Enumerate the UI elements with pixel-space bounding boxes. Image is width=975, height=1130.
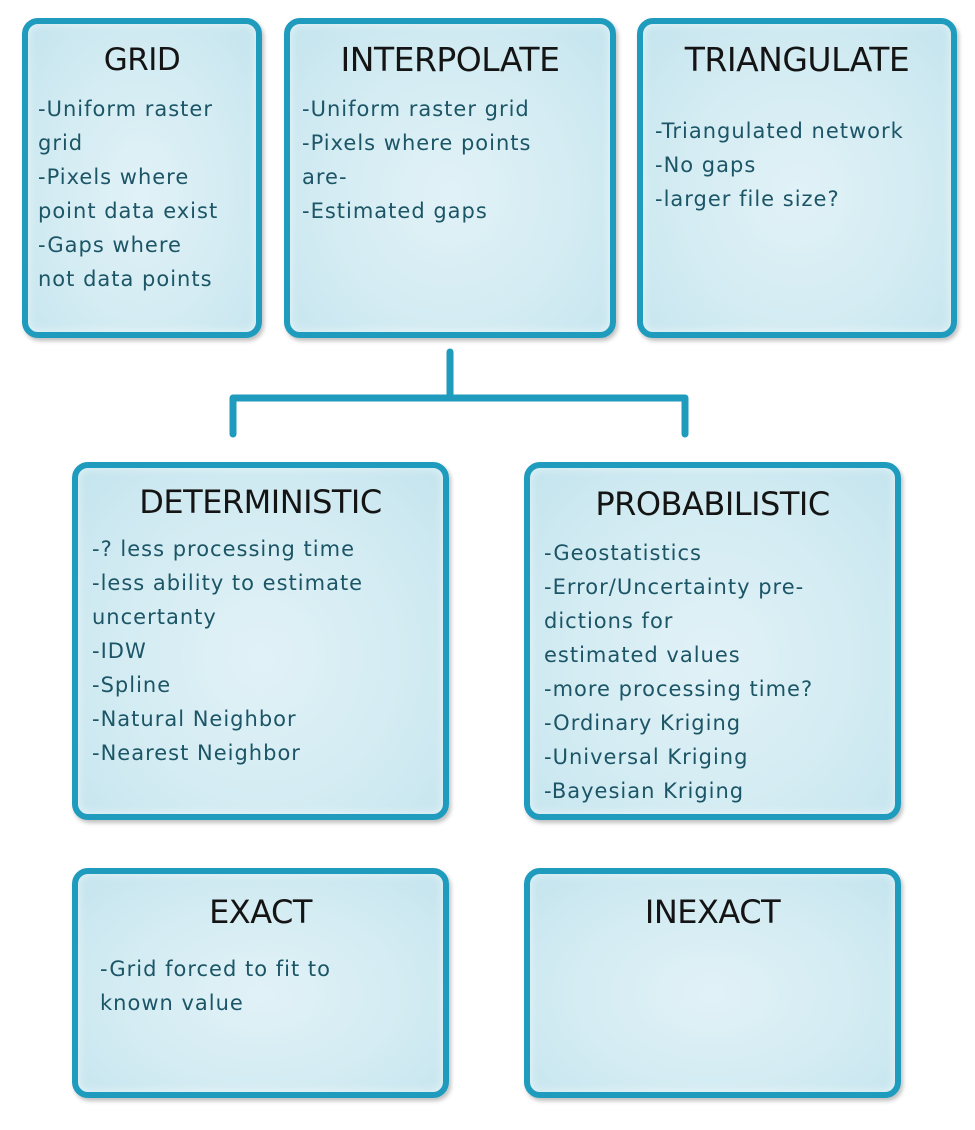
- exact-card: EXACT -Grid forced to fit to known value: [72, 868, 449, 1098]
- triangulate-note: -Triangulated network: [655, 119, 904, 143]
- probabilistic-card-notes: -Geostatistics -Error/Uncertainty pre- d…: [544, 536, 813, 808]
- triangulate-note: -larger file size?: [655, 187, 840, 211]
- probabilistic-note: -Ordinary Kriging: [544, 711, 742, 735]
- deterministic-note: -Natural Neighbor: [92, 707, 297, 731]
- triangulate-card: TRIANGULATE -Triangulated network -No ga…: [637, 18, 957, 338]
- grid-card: GRID -Uniform raster grid -Pixels where …: [22, 18, 262, 338]
- inexact-card: INEXACT: [524, 868, 901, 1098]
- interpolate-card-notes: -Uniform raster grid -Pixels where point…: [302, 92, 531, 228]
- deterministic-card-title: DETERMINISTIC: [139, 483, 382, 521]
- inexact-card-title: INEXACT: [644, 893, 781, 931]
- exact-card-notes: -Grid forced to fit to known value: [100, 952, 331, 1020]
- probabilistic-card-title: PROBABILISTIC: [595, 485, 830, 523]
- exact-note: -Grid forced to fit to: [100, 957, 331, 981]
- exact-note: known value: [100, 991, 244, 1015]
- triangulate-card-title: TRIANGULATE: [684, 40, 910, 79]
- probabilistic-note: dictions for: [544, 609, 674, 633]
- exact-card-title: EXACT: [209, 893, 312, 931]
- deterministic-card-notes: -? less processing time -less ability to…: [92, 532, 363, 770]
- grid-note: -Pixels where: [38, 165, 190, 189]
- probabilistic-note: -Geostatistics: [544, 541, 702, 565]
- grid-note: grid: [38, 131, 84, 155]
- deterministic-note: uncertanty: [92, 605, 217, 629]
- grid-note: -Uniform raster: [38, 97, 213, 121]
- grid-note: not data points: [38, 267, 213, 291]
- deterministic-note: -Nearest Neighbor: [92, 741, 301, 765]
- interpolate-note: -Pixels where points: [302, 131, 532, 155]
- triangulate-note: -No gaps: [655, 153, 757, 177]
- interpolate-card-title: INTERPOLATE: [340, 40, 560, 79]
- deterministic-note: -less ability to estimate: [92, 571, 364, 595]
- deterministic-note: -? less processing time: [92, 537, 356, 561]
- grid-note: point data exist: [38, 199, 219, 223]
- probabilistic-note: -Error/Uncertainty pre-: [544, 575, 805, 599]
- triangulate-card-notes: -Triangulated network -No gaps -larger f…: [655, 114, 904, 216]
- probabilistic-note: -more processing time?: [544, 677, 814, 701]
- probabilistic-note: estimated values: [544, 643, 741, 667]
- interpolate-note: -Estimated gaps: [302, 199, 488, 223]
- deterministic-card: DETERMINISTIC -? less processing time -l…: [72, 462, 449, 820]
- connector-bar: [229, 394, 689, 438]
- interpolate-card: INTERPOLATE -Uniform raster grid -Pixels…: [284, 18, 616, 338]
- probabilistic-note: -Universal Kriging: [544, 745, 749, 769]
- deterministic-note: -IDW: [92, 639, 147, 663]
- deterministic-note: -Spline: [92, 673, 172, 697]
- grid-note: -Gaps where: [38, 233, 182, 257]
- interpolate-note: -Uniform raster grid: [302, 97, 530, 121]
- grid-card-title: GRID: [103, 42, 181, 78]
- probabilistic-card: PROBABILISTIC -Geostatistics -Error/Unce…: [524, 462, 901, 820]
- interpolate-note: are-: [302, 165, 348, 189]
- probabilistic-note: -Bayesian Kriging: [544, 779, 745, 803]
- grid-card-notes: -Uniform raster grid -Pixels where point…: [38, 92, 218, 296]
